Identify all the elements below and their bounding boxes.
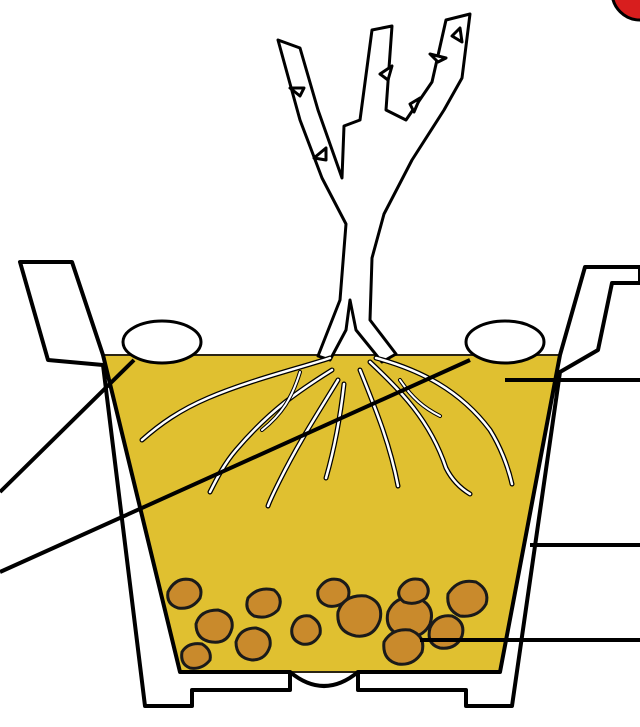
stone <box>448 581 487 616</box>
bare-root-rose <box>278 14 470 362</box>
stone <box>292 616 321 645</box>
stone <box>399 579 429 603</box>
stone <box>429 616 463 649</box>
stone <box>247 589 280 617</box>
stone <box>168 579 201 608</box>
stone <box>384 630 423 665</box>
left-label-ellipse <box>123 321 201 363</box>
pot-drain-hole <box>290 672 358 686</box>
rose-canes <box>278 14 470 362</box>
potting-soil <box>103 355 560 672</box>
stone <box>196 610 232 642</box>
stone <box>338 596 381 636</box>
right-label-ellipse <box>466 321 544 363</box>
stone <box>236 628 270 660</box>
stone <box>182 644 211 669</box>
corner-marker-dot <box>612 0 640 20</box>
